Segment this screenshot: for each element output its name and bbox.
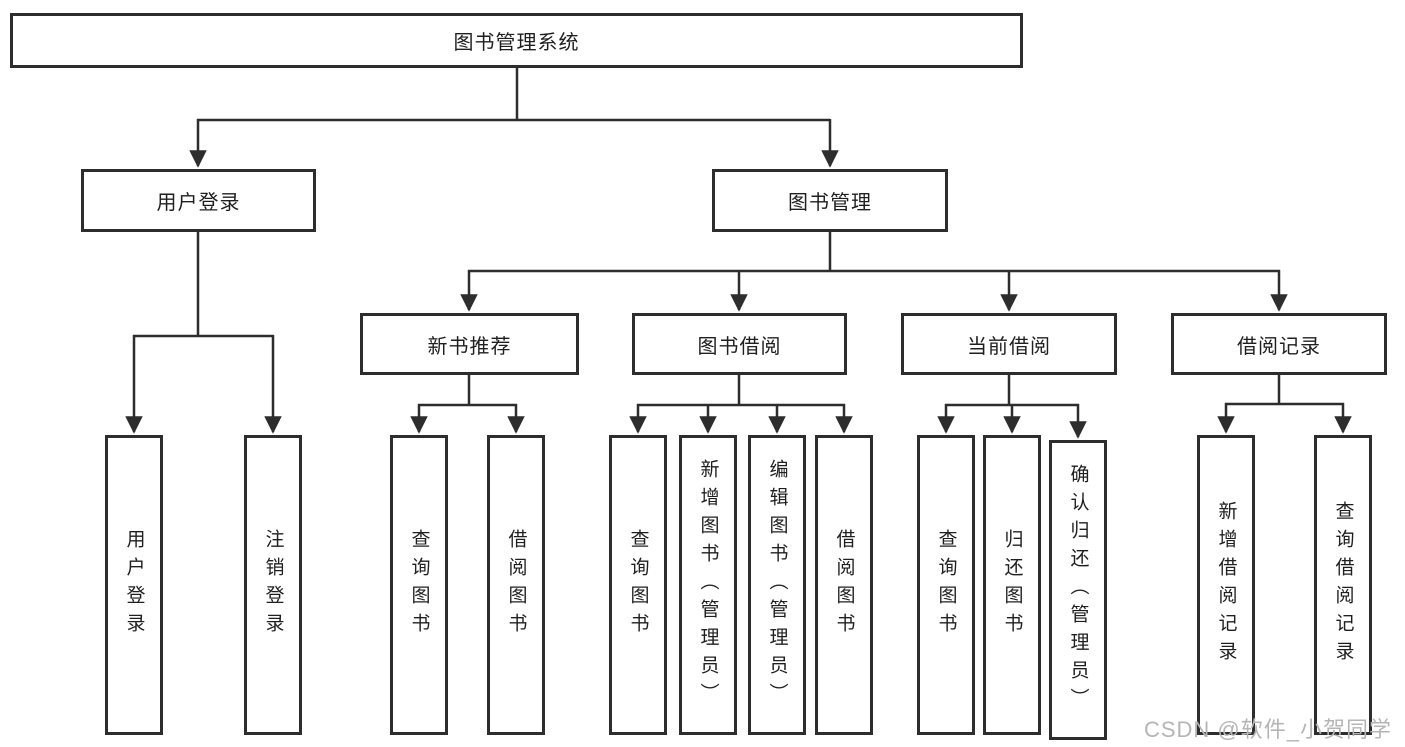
- leaf-user-login: 用户登录: [105, 435, 163, 735]
- node-label: 查询图书: [627, 529, 649, 641]
- leaf-query-books-current: 查询图书: [917, 435, 975, 735]
- node-label: 编辑图书（管理员）: [766, 459, 788, 711]
- node-user-login: 用户登录: [81, 169, 316, 232]
- node-label: 查询图书: [408, 529, 430, 641]
- node-label: 新增图书（管理员）: [697, 459, 719, 711]
- node-label: 借阅图书: [505, 529, 527, 641]
- leaf-confirm-return-admin: 确认归还（管理员）: [1049, 440, 1107, 740]
- node-library-management-system: 图书管理系统: [10, 13, 1023, 68]
- node-label: 借阅图书: [833, 529, 855, 641]
- node-book-management: 图书管理: [712, 169, 948, 232]
- node-label: 新书推荐: [427, 335, 512, 358]
- leaf-borrow-books: 借阅图书: [815, 435, 873, 735]
- node-label: 用户登录: [123, 529, 145, 641]
- node-label: 确认归还（管理员）: [1067, 464, 1089, 716]
- node-label: 图书管理系统: [453, 32, 580, 54]
- node-new-book-recommend: 新书推荐: [360, 313, 579, 375]
- node-label: 注销登录: [262, 529, 284, 641]
- leaf-query-books-recommend: 查询图书: [390, 435, 448, 735]
- leaf-borrow-books-recommend: 借阅图书: [487, 435, 545, 735]
- leaf-edit-books-admin: 编辑图书（管理员）: [748, 435, 806, 735]
- leaf-return-books: 归还图书: [983, 435, 1041, 735]
- node-current-borrow: 当前借阅: [901, 313, 1117, 375]
- node-label: 查询图书: [935, 529, 957, 641]
- node-label: 图书借阅: [697, 335, 782, 358]
- node-borrow-records: 借阅记录: [1171, 313, 1387, 375]
- node-book-borrow: 图书借阅: [632, 313, 847, 375]
- node-label: 新增借阅记录: [1215, 501, 1237, 669]
- leaf-add-borrow-record: 新增借阅记录: [1197, 435, 1255, 735]
- csdn-watermark: CSDN @软件_小贺同学: [1143, 717, 1392, 742]
- node-label: 用户登录: [156, 192, 241, 214]
- leaf-add-books-admin: 新增图书（管理员）: [679, 435, 737, 735]
- node-label: 归还图书: [1001, 529, 1023, 641]
- node-label: 借阅记录: [1237, 335, 1321, 358]
- node-label: 当前借阅: [967, 335, 1051, 358]
- node-label: 图书管理: [788, 192, 872, 214]
- node-label: 查询借阅记录: [1332, 501, 1354, 669]
- leaf-query-books-borrow: 查询图书: [609, 435, 667, 735]
- leaf-query-borrow-record: 查询借阅记录: [1314, 435, 1372, 735]
- leaf-logout: 注销登录: [244, 435, 302, 735]
